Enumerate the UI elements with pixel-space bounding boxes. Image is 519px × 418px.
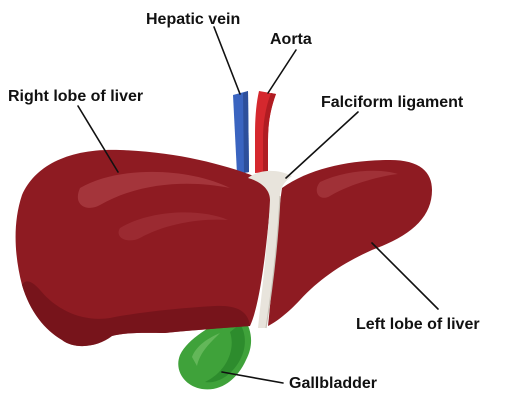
label-right-lobe: Right lobe of liver [8, 88, 143, 105]
leader-aorta [268, 50, 296, 93]
label-falciform-ligament: Falciform ligament [321, 94, 464, 111]
label-left-lobe: Left lobe of liver [356, 316, 480, 333]
label-aorta: Aorta [270, 31, 312, 48]
label-gallbladder: Gallbladder [289, 375, 377, 392]
label-hepatic-vein: Hepatic vein [146, 11, 240, 28]
leader-hepatic-vein [214, 27, 240, 94]
leader-left-lobe [372, 243, 438, 309]
vessels [233, 91, 276, 174]
hepatic-vein-shade [243, 91, 249, 173]
